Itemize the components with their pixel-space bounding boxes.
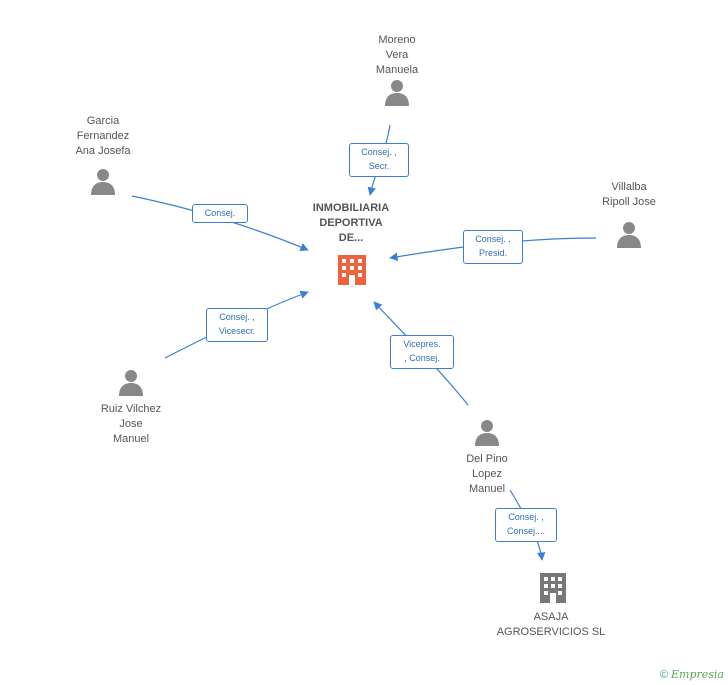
person-delpino[interactable]: Del Pino Lopez Manuel [440, 418, 534, 497]
person-name: Garcia Fernandez Ana Josefa [75, 115, 131, 157]
asaja-building-icon[interactable] [538, 571, 568, 605]
center-company-name[interactable]: INMOBILIARIA DEPORTIVA DE... [312, 202, 390, 244]
center-building-icon[interactable] [336, 253, 368, 287]
footer-branding: © Empresia [660, 668, 724, 681]
person-villalba[interactable]: Villalba Ripoll Jose [584, 180, 674, 248]
person-icon [91, 169, 115, 195]
person-name: Ruiz Vilchez Jose Manuel [100, 403, 162, 445]
person-moreno[interactable]: Moreno Vera Manuela [356, 33, 438, 106]
relation-label-delpino[interactable]: Vicepres. , Consej. [390, 335, 454, 369]
person-garcia[interactable]: Garcia Fernandez Ana Josefa [58, 114, 148, 195]
brand-logo: Empresia [671, 668, 724, 681]
person-icon [385, 80, 409, 106]
person-icon [475, 420, 499, 446]
person-name: Del Pino Lopez Manuel [466, 453, 508, 495]
copyright-symbol: © [659, 669, 668, 681]
relation-label-asaja[interactable]: Consej. , Consej.... [495, 508, 557, 542]
relation-label-ruiz[interactable]: Consej. , Vicesecr. [206, 308, 268, 342]
company-asaja[interactable]: ASAJA AGROSERVICIOS SL [490, 610, 612, 640]
company-name: ASAJA AGROSERVICIOS SL [496, 611, 606, 638]
person-name: Villalba Ripoll Jose [602, 181, 656, 208]
person-icon [119, 370, 143, 396]
person-name: Moreno Vera Manuela [375, 34, 419, 76]
relation-label-moreno[interactable]: Consej. , Secr. [349, 143, 409, 177]
relation-label-villalba[interactable]: Consej. , Presid. [463, 230, 523, 264]
relation-label-garcia[interactable]: Consej. [192, 204, 248, 223]
person-ruiz[interactable]: Ruiz Vilchez Jose Manuel [82, 368, 180, 447]
person-icon [617, 222, 641, 248]
